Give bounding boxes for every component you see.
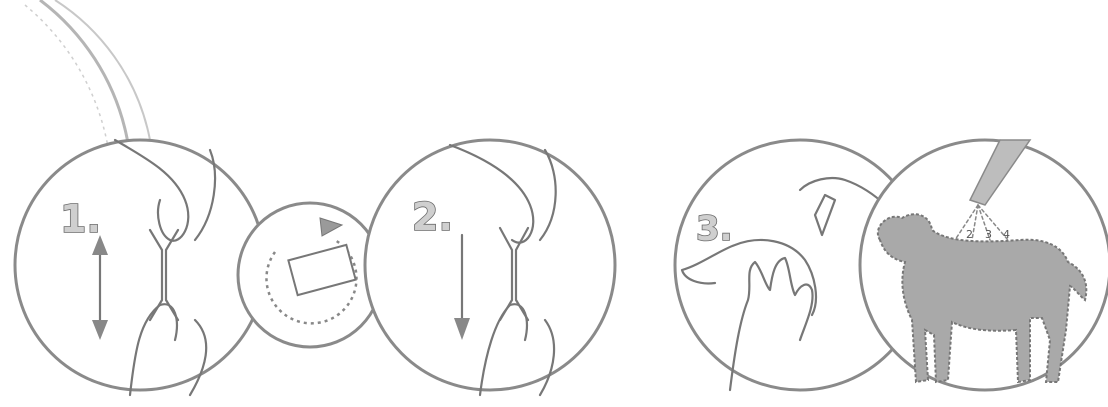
step-1-panel: 1. — [15, 140, 265, 395]
step-1-circle — [15, 140, 265, 390]
spot-label-4: 4 — [1003, 228, 1010, 241]
step-2-circle — [365, 140, 615, 390]
step-2-number: 2. — [412, 195, 453, 239]
step-4-panel: 2 3 4 — [860, 140, 1108, 390]
spot-label-2: 2 — [966, 228, 973, 241]
step-1-number: 1. — [60, 197, 101, 241]
step-2-panel: 2. — [365, 140, 615, 395]
rotate-panel — [238, 203, 382, 347]
step-3-number: 3. — [696, 209, 733, 249]
spot-label-3: 3 — [985, 228, 992, 241]
